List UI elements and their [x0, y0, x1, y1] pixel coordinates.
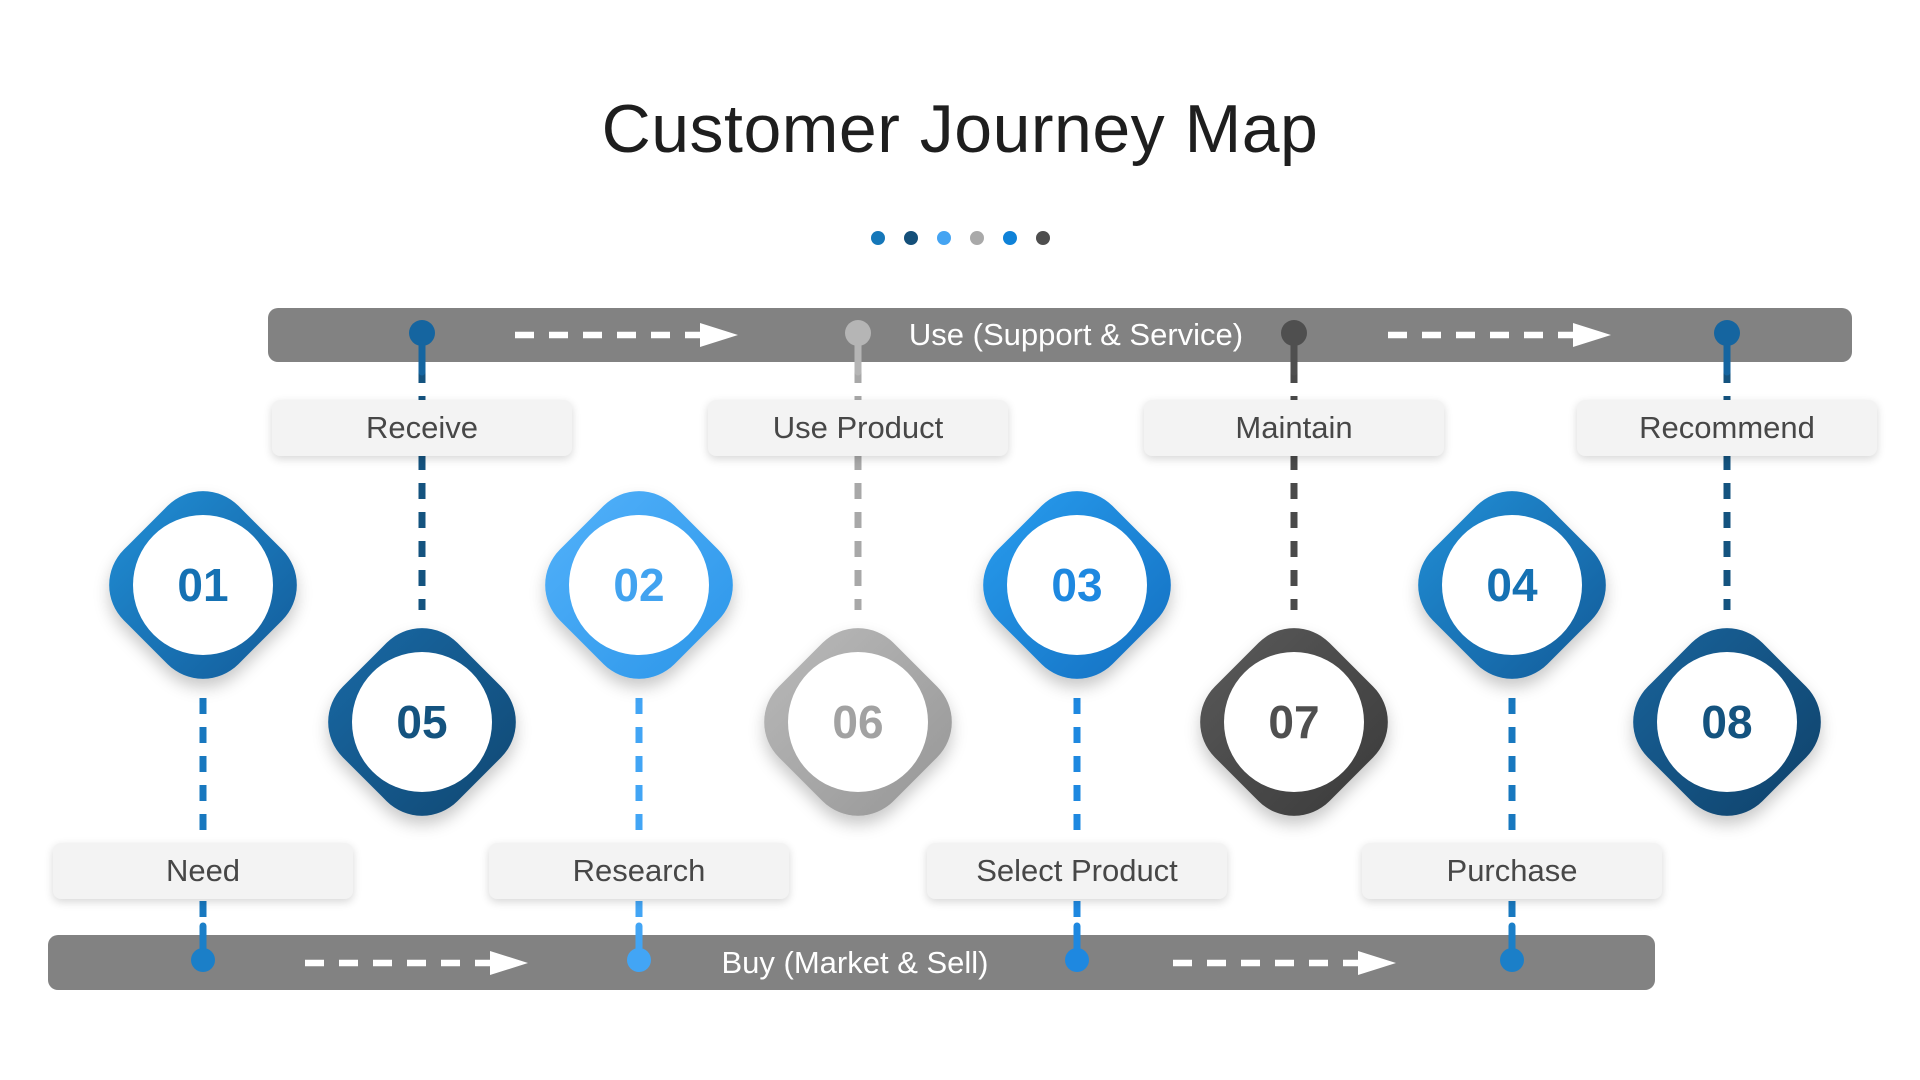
stage-number: 08: [1701, 696, 1753, 748]
stage-number: 01: [177, 559, 229, 611]
stage-diamond-circle: 03: [1007, 515, 1147, 655]
stage-diamond-circle: 08: [1657, 652, 1797, 792]
stage-diamond-03: 03: [962, 470, 1192, 700]
progress-dot: [870, 231, 885, 245]
stage-number: 04: [1486, 559, 1538, 611]
connector-pin-icon: [845, 320, 871, 376]
stage-diamond-circle: 05: [352, 652, 492, 792]
connector-pin-icon: [1065, 922, 1089, 972]
stage-number: 05: [396, 696, 448, 748]
connector-pin-icon: [627, 922, 651, 972]
progress-dot: [969, 231, 984, 245]
stage-diamond-circle: 06: [788, 652, 928, 792]
connector-pin-icon: [191, 922, 215, 972]
stage-diamond-07: 07: [1179, 607, 1409, 837]
stage-diamond-01: 01: [88, 470, 318, 700]
connector-pin-icon: [1281, 320, 1307, 376]
stage-label-receive: Receive: [272, 400, 572, 456]
stage-label-recommend: Recommend: [1577, 400, 1877, 456]
dashed-arrow-icon: [1173, 951, 1396, 975]
stage-diamond-02: 02: [524, 470, 754, 700]
stage-label-select-product: Select Product: [927, 843, 1227, 899]
title-progress-dots: [0, 231, 1920, 245]
stage-diamond-04: 04: [1397, 470, 1627, 700]
stage-diamond-circle: 01: [133, 515, 273, 655]
dashed-arrow-icon: [515, 323, 738, 347]
connector-pin-icon: [409, 320, 435, 376]
connector-pin-icon: [1500, 922, 1524, 972]
stage-diamond-circle: 07: [1224, 652, 1364, 792]
connector-pin-icon: [1714, 320, 1740, 376]
stage-diamond-08: 08: [1612, 607, 1842, 837]
stage-number: 02: [613, 559, 665, 611]
stage-label-purchase: Purchase: [1362, 843, 1662, 899]
stage-number: 06: [832, 696, 884, 748]
stage-diamond-circle: 02: [569, 515, 709, 655]
stage-diamond-circle: 04: [1442, 515, 1582, 655]
dashed-arrow-icon: [305, 951, 528, 975]
use-phase-label: Use (Support & Service): [908, 317, 1244, 352]
page-title: Customer Journey Map: [601, 91, 1319, 167]
progress-dot: [936, 231, 951, 245]
progress-dot: [1035, 231, 1050, 245]
stage-label-maintain: Maintain: [1144, 400, 1444, 456]
stage-diamond-05: 05: [307, 607, 537, 837]
progress-dot: [903, 231, 918, 245]
buy-phase-bar: Buy (Market & Sell): [48, 935, 1655, 990]
stage-label-need: Need: [53, 843, 353, 899]
stage-label-use-product: Use Product: [708, 400, 1008, 456]
progress-dot: [1002, 231, 1017, 245]
stage-number: 03: [1051, 559, 1103, 611]
dashed-arrow-icon: [1388, 323, 1611, 347]
stage-label-research: Research: [489, 843, 789, 899]
stage-diamond-06: 06: [743, 607, 973, 837]
stage-number: 07: [1268, 696, 1320, 748]
buy-phase-label: Buy (Market & Sell): [721, 944, 989, 980]
